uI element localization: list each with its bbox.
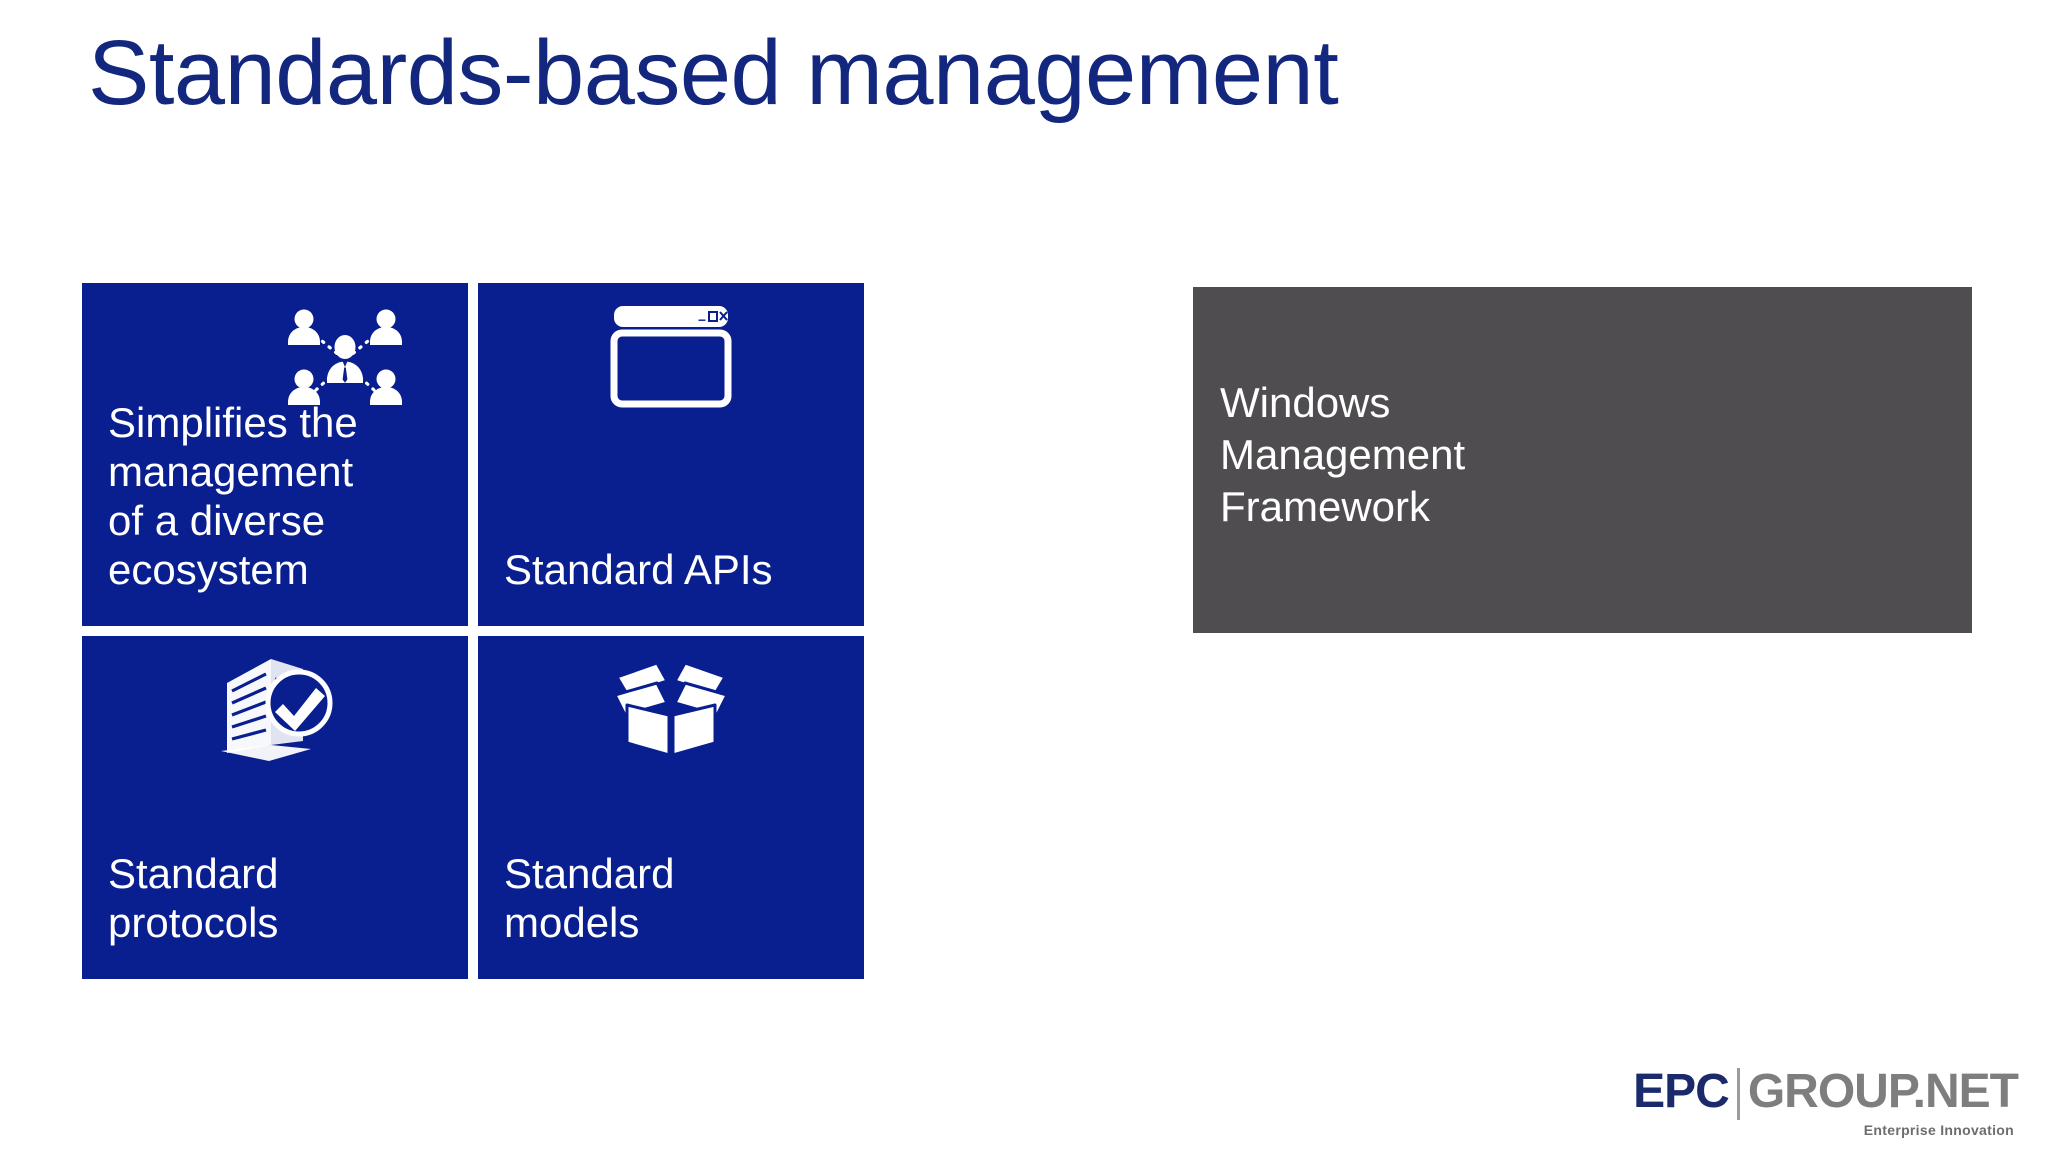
feature-tile-grid: Simplifies the management of a diverse e… [82, 283, 864, 988]
tile-label: Standard models [504, 849, 675, 946]
tile-standard-protocols[interactable]: Standard protocols [82, 636, 468, 979]
tile-standard-apis[interactable]: Standard APIs [478, 283, 864, 626]
tile-standard-models[interactable]: Standard models [478, 636, 864, 979]
browser-window-icon [596, 291, 746, 416]
logo-tagline: Enterprise Innovation [1863, 1122, 2014, 1138]
open-box-icon [596, 644, 746, 769]
tile-label: Simplifies the management of a diverse e… [108, 398, 358, 593]
tile-label: Standard APIs [504, 545, 773, 593]
building-checkmark-icon [200, 644, 350, 769]
people-network-icon [270, 297, 420, 422]
logo-wordmark: EPC GROUP.NET [1633, 1065, 2019, 1120]
logo-secondary-text: GROUP.NET [1747, 1065, 2019, 1118]
logo-primary-text: EPC [1633, 1065, 1730, 1118]
windows-management-framework-panel[interactable]: Windows Management Framework [1193, 287, 1972, 633]
panel-label: Windows Management Framework [1220, 379, 1466, 531]
epc-group-logo: EPC GROUP.NET Enterprise Innovation [1633, 1065, 2019, 1138]
tile-simplifies-management[interactable]: Simplifies the management of a diverse e… [82, 283, 468, 626]
tile-label: Standard protocols [108, 849, 279, 946]
page-title: Standards-based management [88, 22, 1339, 124]
logo-divider [1736, 1068, 1740, 1120]
